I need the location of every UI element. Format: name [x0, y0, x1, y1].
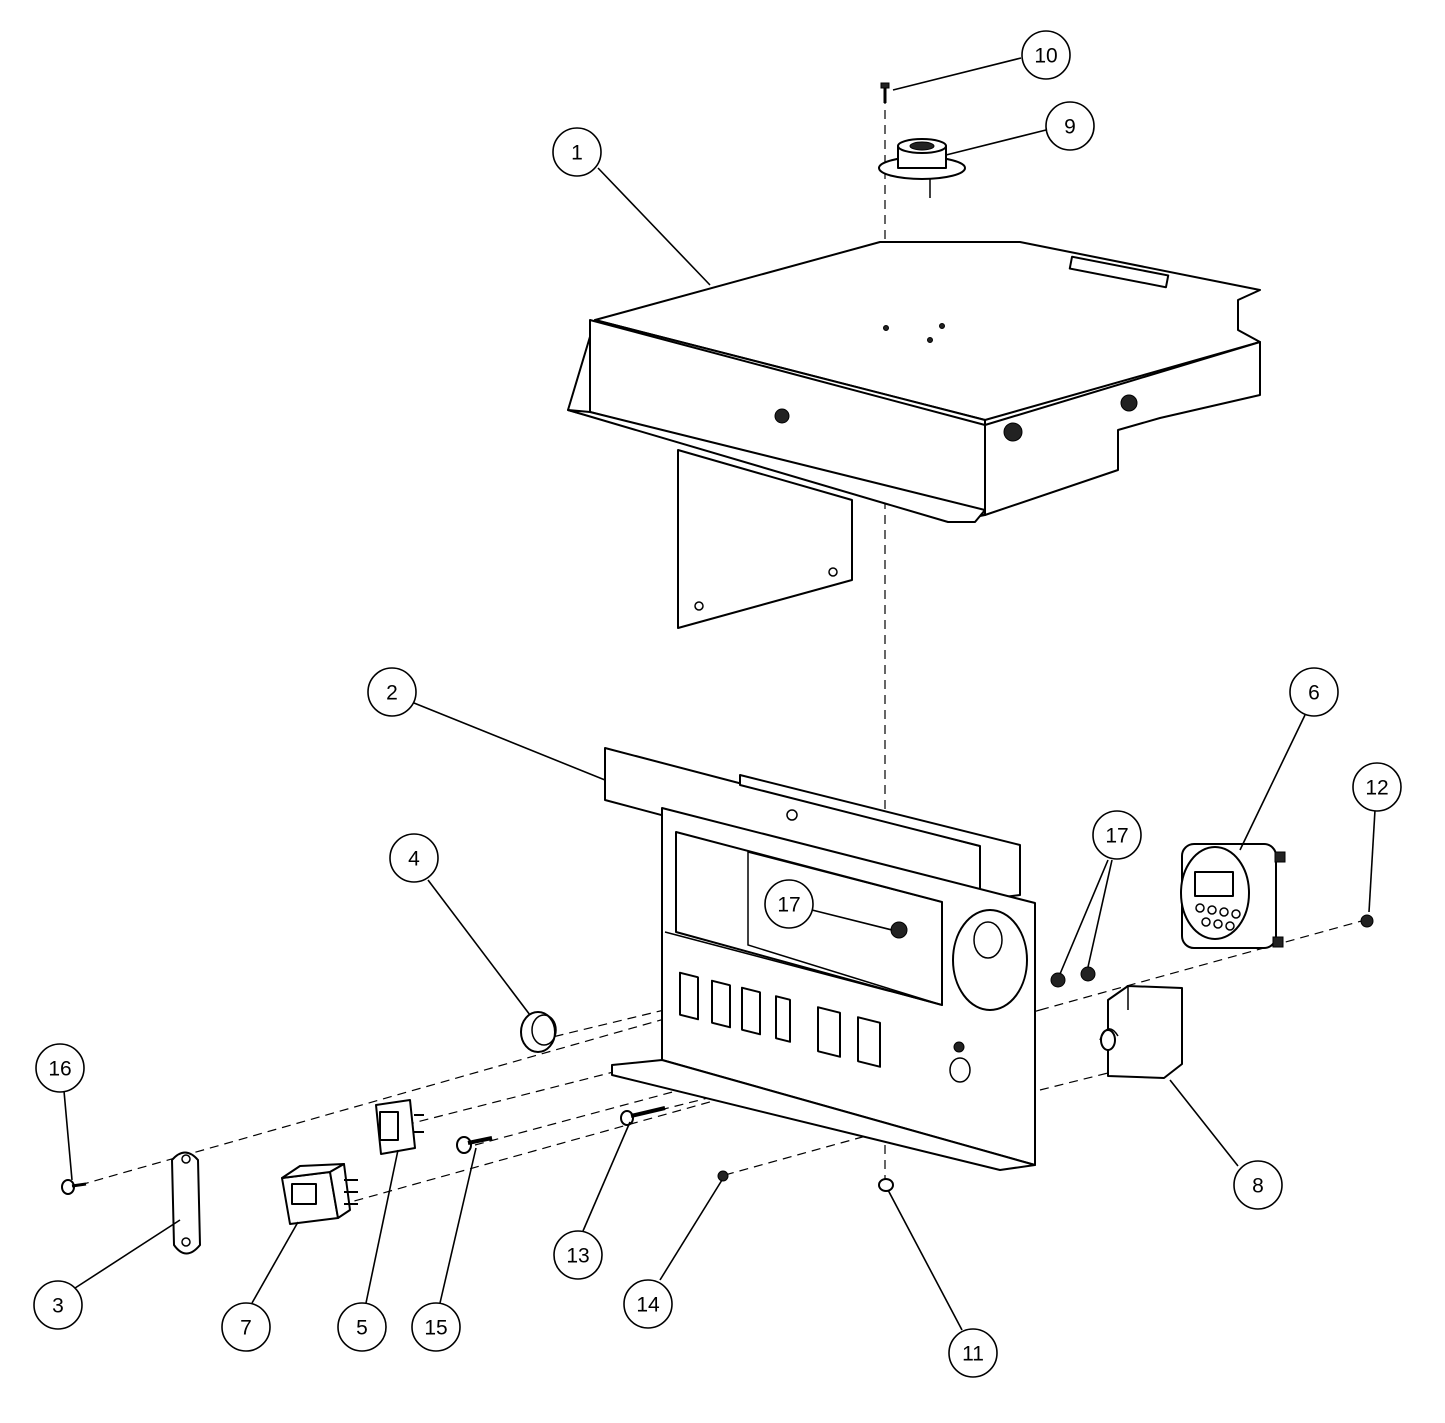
axis-line-8: [1039, 1069, 1121, 1091]
nut-icon: [1120, 394, 1138, 412]
callout-7-label: 7: [240, 1317, 252, 1340]
callout-12-label: 12: [1365, 777, 1388, 800]
callout-14-label: 14: [636, 1294, 660, 1317]
nuts-17: [890, 921, 1096, 988]
switch-cutouts: [679, 971, 881, 1068]
callout-11: 11: [948, 1328, 998, 1378]
callout-1: 1: [552, 127, 602, 177]
front-panel: [604, 747, 1036, 1171]
screw-14: [717, 1170, 729, 1182]
callout-17-right: 17: [1092, 810, 1142, 860]
callout-1-label: 1: [571, 142, 583, 165]
callout-13-label: 13: [566, 1245, 589, 1268]
callout-10: 10: [1021, 30, 1071, 80]
axis-line-5: [404, 1049, 701, 1126]
callout-2-label: 2: [386, 682, 398, 705]
grommet: [520, 1011, 557, 1053]
callout-5: 5: [337, 1302, 387, 1352]
callout-14: 14: [623, 1279, 673, 1329]
axis-line-16: [79, 934, 961, 1186]
callout-7: 7 7: [221, 1302, 271, 1352]
axis-line-15: [474, 1089, 681, 1146]
screw-16: [61, 1179, 87, 1195]
callout-6: 6: [1289, 667, 1339, 717]
callout-16-label: 16: [48, 1058, 71, 1081]
callout-15: 15: [411, 1302, 461, 1352]
callout-8: 8: [1233, 1160, 1283, 1210]
callout-13: 13: [553, 1230, 603, 1280]
callout-5-label: 5: [356, 1317, 368, 1340]
digital-timer: [1180, 843, 1286, 949]
callout-16: 16: [35, 1043, 85, 1093]
nut-icon: [1003, 422, 1023, 442]
callout-10-label: 10: [1034, 45, 1057, 68]
callout-17b-label: 17: [1105, 825, 1128, 848]
nut-12: [1360, 914, 1374, 928]
screw-15: [456, 1136, 493, 1154]
callout-6-label: 6: [1308, 682, 1320, 705]
axis-line-12: [1039, 919, 1366, 1011]
callout-15-label: 15: [424, 1317, 447, 1340]
rocker-switch-large: [281, 1163, 358, 1225]
nut-icon: [774, 408, 790, 424]
top-screw: [880, 82, 890, 103]
callout-4: 4: [389, 833, 439, 883]
callout-12: 12: [1352, 762, 1402, 812]
callout-9: 9: [1045, 101, 1095, 151]
leader-lines: [63, 57, 1376, 1331]
circuit-breaker: [1099, 985, 1183, 1079]
rocker-switch-small: [375, 1099, 424, 1155]
callout-3: 3: [33, 1280, 83, 1330]
callout-11-label: 11: [962, 1343, 984, 1366]
callout-3-label: 3: [52, 1295, 64, 1318]
callout-17-center: 17: [764, 879, 814, 929]
callout-2: 2: [367, 667, 417, 717]
callout-9-label: 9: [1064, 116, 1076, 139]
cover-plate: [171, 1151, 201, 1255]
nut-11: [878, 1178, 894, 1192]
callout-8-label: 8: [1252, 1175, 1264, 1198]
top-cover: [567, 241, 1261, 629]
screw-13: [620, 1106, 666, 1126]
callout-4-label: 4: [408, 848, 420, 871]
top-fitting: [878, 138, 966, 198]
callout-17a-label: 17: [777, 894, 800, 917]
